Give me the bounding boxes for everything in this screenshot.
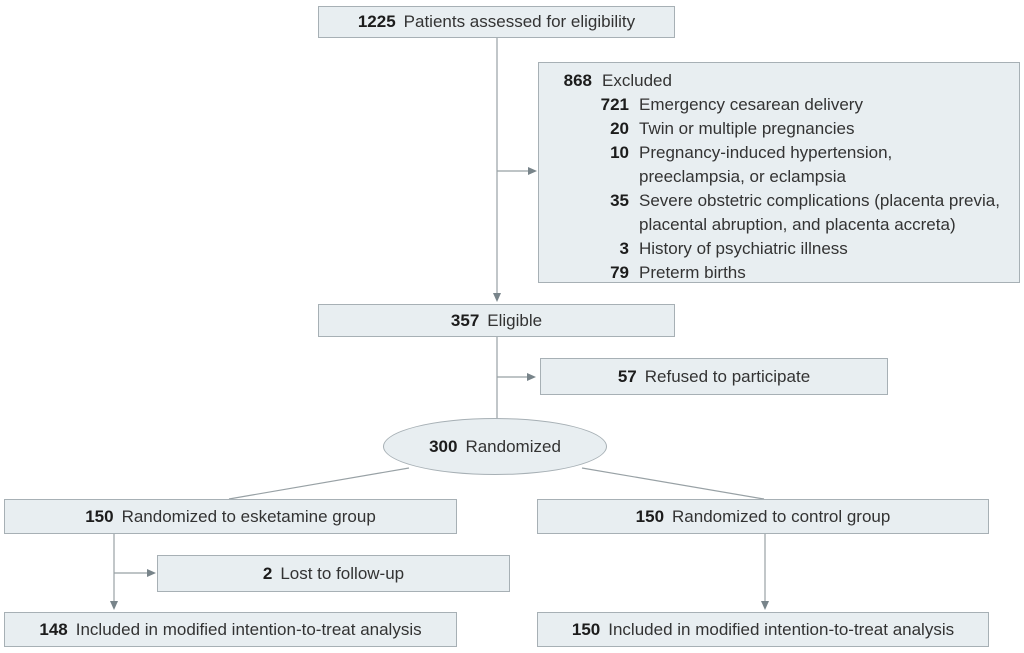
randomized-ellipse: 300 Randomized (383, 418, 607, 475)
excluded-reason: 10 Pregnancy-induced hypertension, preec… (549, 141, 1011, 189)
lost-followup-count: 2 (262, 563, 273, 583)
assessed-count: 1225 (357, 12, 396, 32)
excluded-label: Excluded (602, 71, 672, 90)
excluded-reason: 721 Emergency cesarean delivery (549, 93, 1011, 117)
control-mitt-label: Included in modified intention-to-treat … (608, 619, 955, 639)
assessed-box: 1225 Patients assessed for eligibility (318, 6, 675, 38)
reason-label: Emergency cesarean delivery (639, 95, 863, 114)
randomized-count: 300 (429, 436, 458, 456)
reason-label: Preterm births (639, 263, 746, 282)
reason-count: 35 (610, 191, 629, 210)
esketamine-mitt-box: 148 Included in modified intention-to-tr… (4, 612, 457, 647)
reason-count: 721 (600, 95, 629, 114)
reason-label: Severe obstetric complications (placenta… (639, 191, 1000, 234)
lost-followup-label: Lost to follow-up (280, 563, 405, 583)
assessed-label: Patients assessed for eligibility (403, 12, 636, 32)
line-randomized-to-control (581, 467, 765, 500)
esketamine-mitt-label: Included in modified intention-to-treat … (75, 619, 422, 639)
randomized-label: Randomized (465, 436, 561, 456)
reason-count: 79 (610, 263, 629, 282)
excluded-reason: 3 History of psychiatric illness (549, 237, 1011, 261)
excluded-header: 868 Excluded (549, 69, 1011, 93)
excluded-box: 868 Excluded 721 Emergency cesarean deli… (538, 62, 1020, 283)
control-group-count: 150 (635, 506, 665, 526)
reason-label: History of psychiatric illness (639, 239, 848, 258)
reason-label: Pregnancy-induced hypertension, preeclam… (639, 143, 893, 186)
refused-label: Refused to participate (644, 366, 811, 386)
refused-count: 57 (617, 366, 637, 386)
refused-box: 57 Refused to participate (540, 358, 888, 395)
control-mitt-count: 150 (571, 619, 601, 639)
excluded-count: 868 (563, 71, 592, 90)
reason-count: 10 (610, 143, 629, 162)
line-randomized-to-esketamine (228, 467, 410, 500)
excluded-reason: 79 Preterm births (549, 261, 1011, 285)
control-mitt-box: 150 Included in modified intention-to-tr… (537, 612, 989, 647)
esketamine-mitt-count: 148 (39, 619, 68, 639)
control-group-label: Randomized to control group (672, 506, 891, 526)
control-group-box: 150 Randomized to control group (537, 499, 989, 534)
lost-followup-box: 2 Lost to follow-up (157, 555, 510, 592)
esketamine-group-label: Randomized to esketamine group (121, 506, 376, 526)
eligible-box: 357 Eligible (318, 304, 675, 337)
excluded-reason: 20 Twin or multiple pregnancies (549, 117, 1011, 141)
eligible-count: 357 (450, 310, 480, 330)
esketamine-group-count: 150 (85, 506, 114, 526)
reason-count: 20 (610, 119, 629, 138)
reason-label: Twin or multiple pregnancies (639, 119, 855, 138)
eligible-label: Eligible (487, 310, 543, 330)
esketamine-group-box: 150 Randomized to esketamine group (4, 499, 457, 534)
reason-count: 3 (619, 239, 629, 258)
excluded-reason: 35 Severe obstetric complications (place… (549, 189, 1011, 237)
